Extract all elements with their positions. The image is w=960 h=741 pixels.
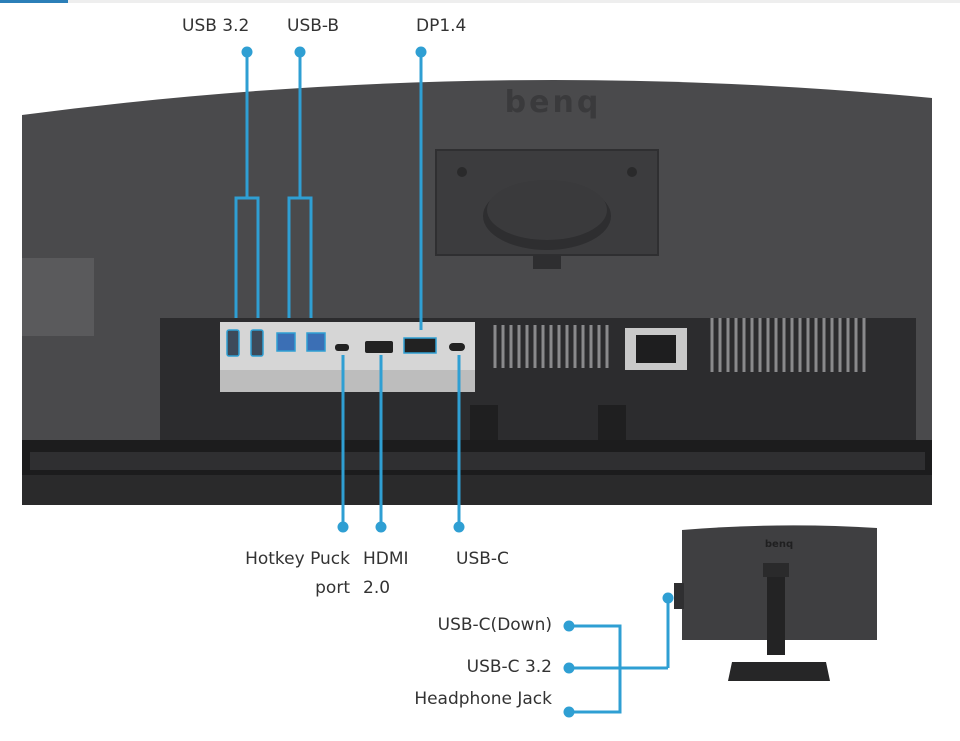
usb-b-port [306,332,326,352]
mount-screw [457,167,467,177]
top-divider [0,0,960,3]
small-side-port [674,583,684,609]
vent-grille-left [493,325,609,368]
small-stand-base [728,662,830,681]
release-tab [533,255,561,269]
usb-b-port [276,332,296,352]
bottom-grille [30,452,925,470]
hdmi-port [365,341,393,353]
label-headphone-jack: Headphone Jack [414,689,552,709]
label-hdmi-version: 2.0 [363,578,391,598]
label-dp-1-4: DP1.4 [416,16,467,36]
usb-a-port [226,329,240,357]
label-usb-c-down: USB-C(Down) [437,615,552,635]
monitor-back-illustration: benq [22,80,932,505]
top-accent-bar [0,0,68,3]
cable-clip [598,405,626,445]
mount-screw [627,167,637,177]
power-socket-inner [636,335,676,363]
label-usb-c-3-2: USB-C 3.2 [466,657,552,677]
bottom-lip [22,475,932,505]
hotkey-puck-port [335,344,349,351]
brand-logo: benq [505,85,602,120]
usb-a-port [250,329,264,357]
label-hotkey-port: port [315,578,350,598]
usb-c-port [449,343,465,351]
label-usb-c: USB-C [456,549,509,569]
small-stand-upper [763,563,789,577]
side-panel [22,258,94,336]
displayport-port [403,337,437,354]
callout-dots [241,46,674,718]
small-monitor-illustration: benq [674,525,877,681]
label-usb-3-2: USB 3.2 [182,16,250,36]
small-stand-neck [767,575,785,655]
stand-hole-rim [487,180,607,240]
small-brand-logo: benq [765,539,793,550]
cable-clip [470,405,498,445]
label-usb-b: USB-B [287,16,340,36]
vent-grille-right [710,318,866,372]
label-hdmi: HDMI [363,549,409,569]
port-panel-lower [220,370,475,392]
callout-lines [234,52,670,714]
label-hotkey-puck: Hotkey Puck [245,549,350,569]
